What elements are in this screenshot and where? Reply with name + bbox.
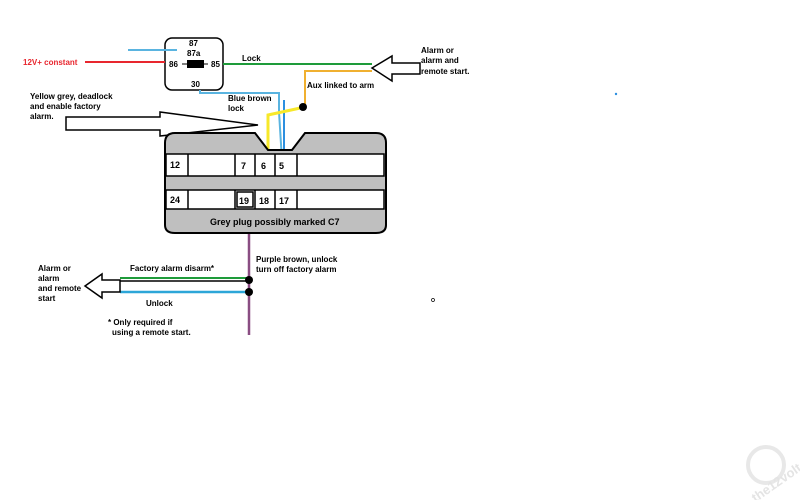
blue-brown-line1: Blue brown: [228, 94, 272, 103]
stray-dot-1: [614, 92, 618, 96]
yellow-grey-line2: and enable factory: [30, 102, 101, 111]
relay-pin-87: 87: [189, 39, 198, 48]
aux-junction: [299, 103, 307, 111]
arrow-yellow-grey: [65, 111, 259, 137]
pin-18: 18: [259, 196, 269, 206]
watermark-ring: [746, 445, 786, 485]
relay-pin-86: 86: [169, 60, 178, 69]
pin-7: 7: [241, 161, 246, 171]
power-label: 12V+ constant: [23, 58, 78, 67]
plug-caption: Grey plug possibly marked C7: [210, 217, 340, 227]
pin-6: 6: [261, 161, 266, 171]
alarm-top-line2: alarm and: [421, 56, 459, 65]
arrow-alarm-top: [370, 54, 421, 83]
relay: 87 87a 86 85 30: [164, 37, 224, 91]
alarm-left-line2: alarm: [38, 274, 59, 283]
footnote-line1: * Only required if: [108, 318, 173, 327]
factory-disarm-label: Factory alarm disarm*: [130, 264, 215, 273]
alarm-top-line3: remote start.: [421, 67, 469, 76]
pin-24: 24: [170, 195, 180, 205]
aux-wire: [304, 70, 372, 107]
relay-coil: [187, 60, 204, 68]
relay-pin-30: 30: [191, 80, 200, 89]
disarm-junction: [245, 276, 253, 284]
alarm-top-line1: Alarm or: [421, 46, 454, 55]
lock-label: Lock: [242, 54, 261, 63]
blue-brown-line2: lock: [228, 104, 245, 113]
unlock-label: Unlock: [146, 299, 173, 308]
yellow-grey-wire: [266, 105, 306, 158]
arrow-alarm-left: [83, 272, 121, 300]
unlock-junction: [245, 288, 253, 296]
pin-5: 5: [279, 161, 284, 171]
purple-brown-line2: turn off factory alarm: [256, 265, 336, 274]
pin-17: 17: [279, 196, 289, 206]
connector-plug: 12 7 6 5 24 19 18 17 Grey plug possibly …: [164, 132, 387, 234]
aux-label: Aux linked to arm: [307, 81, 374, 90]
relay-pin-87a: 87a: [187, 49, 201, 58]
yellow-grey-line3: alarm.: [30, 112, 54, 121]
alarm-left-line3: and remote: [38, 284, 82, 293]
pin-19: 19: [239, 196, 249, 206]
alarm-left-line4: start: [38, 294, 56, 303]
watermark: the12volt.com: [746, 443, 800, 500]
stray-dot-2: [431, 298, 435, 302]
purple-brown-line1: Purple brown, unlock: [256, 255, 338, 264]
relay-pin-85: 85: [211, 60, 220, 69]
relay-30-wire: [199, 90, 283, 161]
pin-12: 12: [170, 160, 180, 170]
yellow-grey-line1: Yellow grey, deadlock: [30, 92, 113, 101]
pin-19-highlight: [236, 191, 254, 208]
footnote-line2: using a remote start.: [112, 328, 191, 337]
alarm-left-line1: Alarm or: [38, 264, 71, 273]
